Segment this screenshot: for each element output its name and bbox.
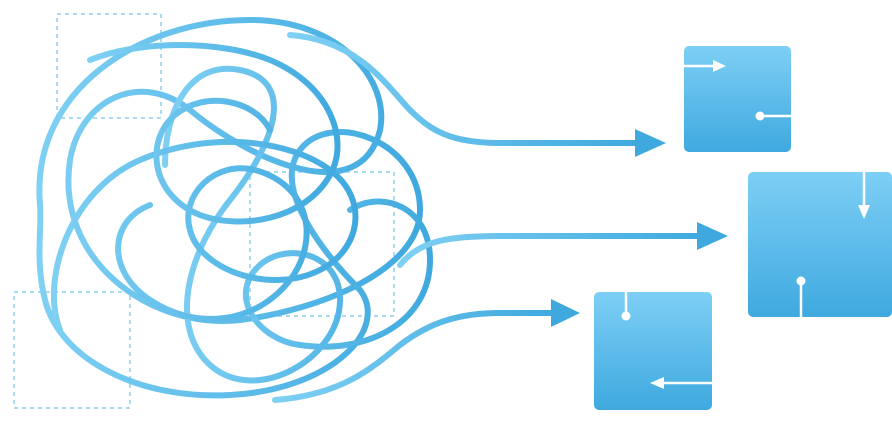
module-box-top [684, 46, 791, 152]
module-box-icon [748, 172, 892, 317]
output-connector-dot-icon [796, 276, 806, 286]
tangle-loop-2 [162, 65, 433, 384]
output-line-bottom [272, 310, 558, 403]
module-box-bottom [594, 292, 712, 410]
arrow-right-icon [551, 299, 580, 327]
dashed-frame-top-left [56, 13, 162, 119]
tangle-loop-3 [50, 138, 359, 333]
output-connector-dot-icon [755, 111, 765, 121]
arrow-right-icon [697, 222, 728, 250]
module-box-icon [594, 292, 712, 410]
arrow-down-icon [858, 205, 870, 219]
tangle-loop-4 [87, 42, 341, 225]
arrowheads [551, 129, 728, 327]
tangled-lines-icon [36, 17, 433, 399]
output-line-top [287, 32, 643, 146]
output-lines [272, 32, 703, 403]
arrow-left-icon [650, 377, 664, 389]
module-box-right [748, 172, 892, 317]
arrow-right-icon [635, 129, 666, 157]
tangle-loop-1 [36, 17, 423, 399]
output-connector-dot-icon [621, 311, 631, 321]
module-box-icon [684, 46, 791, 152]
arrow-right-icon [713, 60, 726, 72]
output-line-middle [397, 233, 703, 268]
dashed-frame-bottom-left [13, 291, 131, 409]
